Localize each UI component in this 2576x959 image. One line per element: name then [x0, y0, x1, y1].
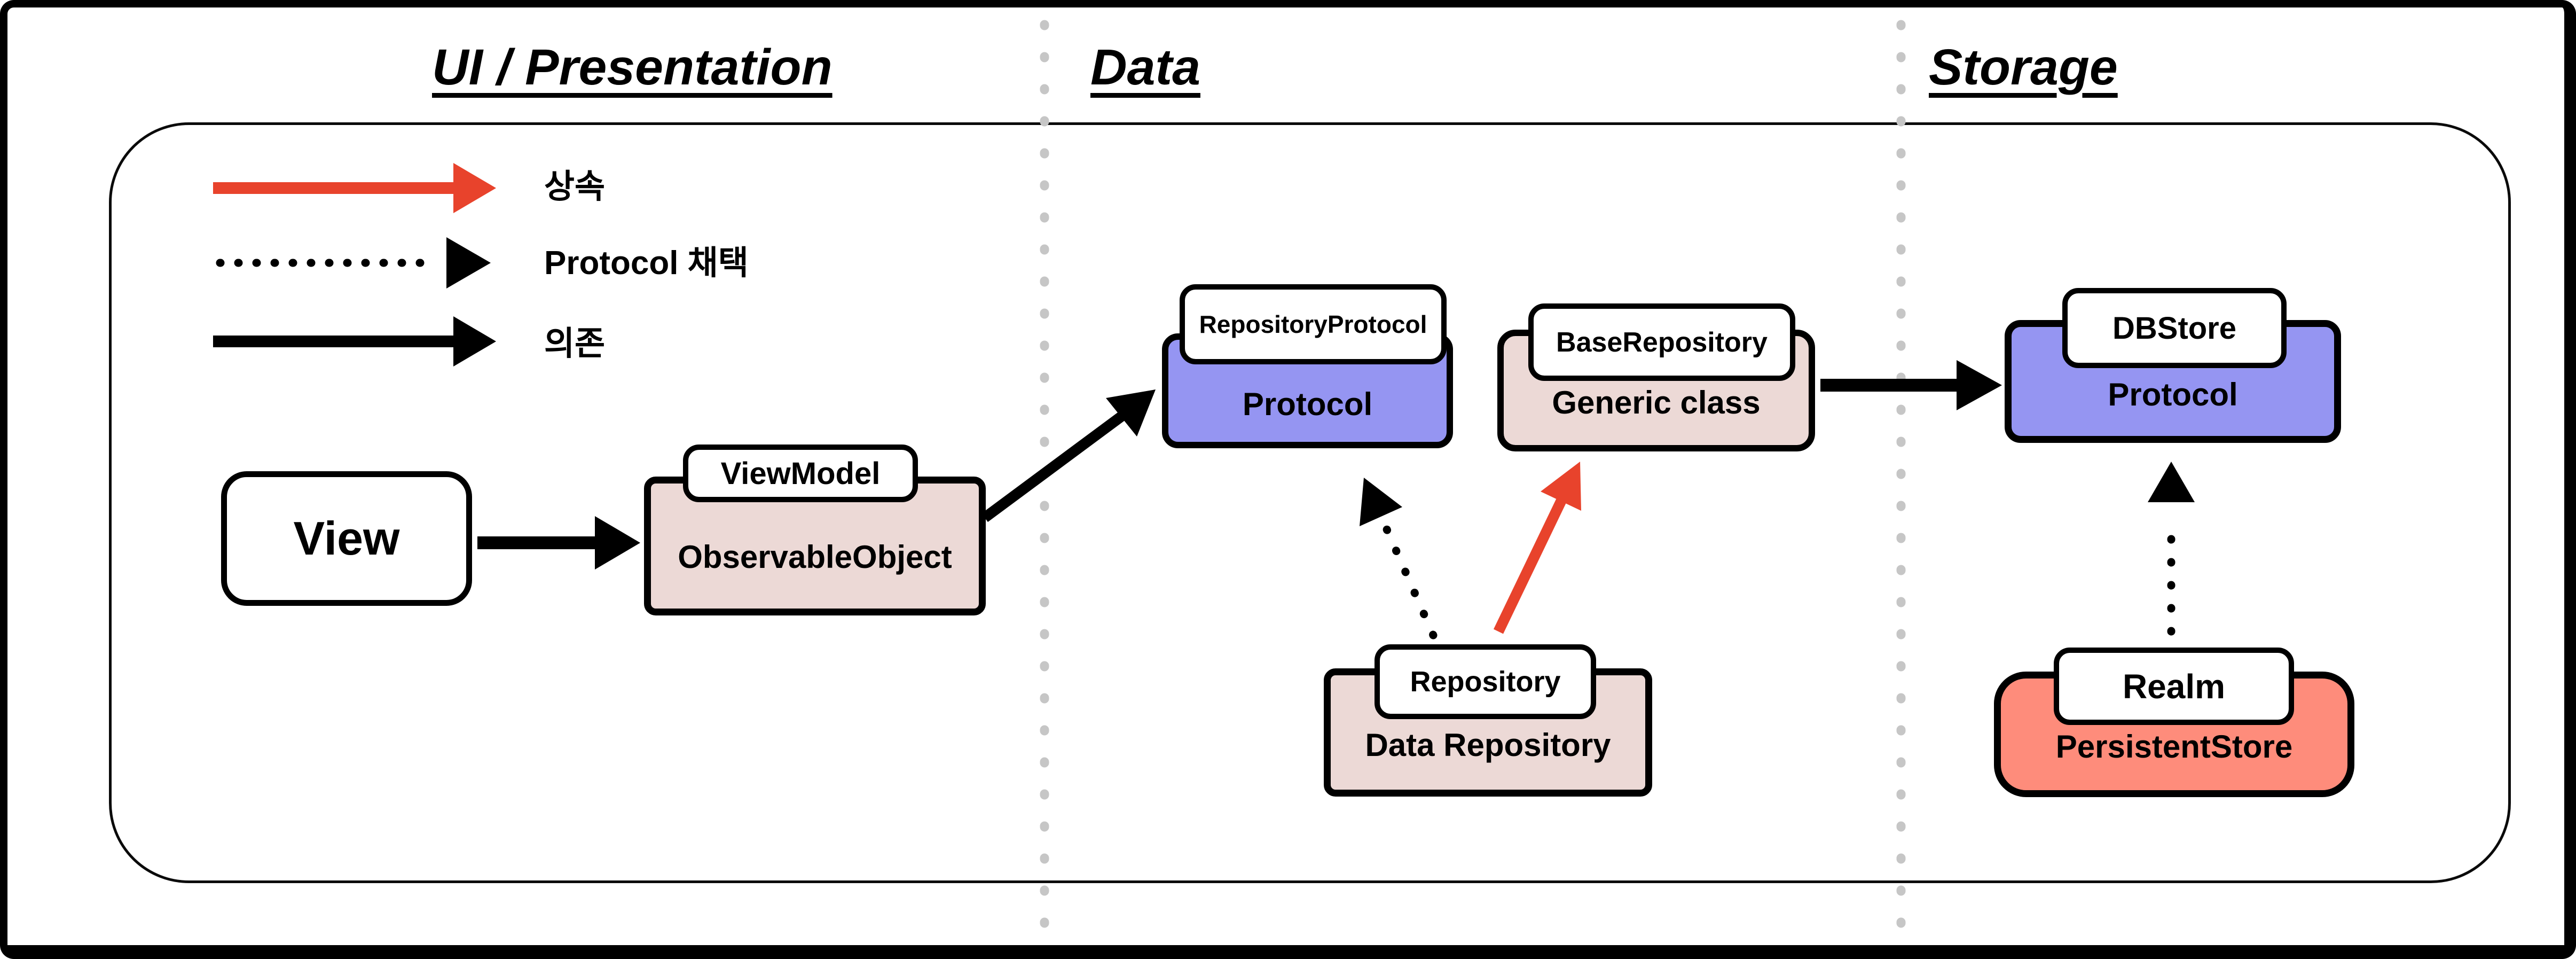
node-db-store-tag: DBStore [2062, 288, 2287, 368]
node-base-repository-label: Generic class [1552, 384, 1761, 420]
node-persistent-store-tag: Realm [2054, 648, 2294, 725]
node-db-store: Protocol [2005, 320, 2341, 443]
node-viewmodel-label: ObservableObject [678, 539, 952, 575]
node-repository-tag: Repository [1375, 644, 1596, 719]
node-repository-label: Data Repository [1365, 727, 1611, 763]
legend-label-dependency: 의존 [544, 325, 606, 362]
node-view-label: View [293, 512, 400, 565]
node-repository-protocol-label: Protocol [1242, 386, 1373, 422]
node-persistent-store-tag-label: Realm [2122, 667, 2226, 706]
node-repository-protocol-tag: RepositoryProtocol [1180, 284, 1447, 364]
node-persistent-store-label: PersistentStore [2055, 729, 2293, 765]
node-base-repository-tag-label: BaseRepository [1556, 326, 1768, 358]
node-db-store-label: Protocol [2108, 376, 2238, 412]
node-repository-tag-label: Repository [1410, 666, 1561, 698]
node-viewmodel-tag-label: ViewModel [720, 456, 881, 491]
legend-label-inheritance: 상속 [544, 168, 606, 205]
legend-label-protocol-adoption: Protocol 채택 [544, 245, 749, 282]
diagram-panel [109, 122, 2511, 883]
section-header-storage: Storage [1929, 39, 2118, 96]
node-base-repository-tag: BaseRepository [1528, 303, 1795, 381]
node-db-store-tag-label: DBStore [2112, 310, 2237, 346]
node-viewmodel-tag: ViewModel [683, 445, 918, 502]
node-repository-protocol-tag-label: RepositoryProtocol [1199, 310, 1427, 338]
section-header-ui-presentation: UI / Presentation [432, 39, 833, 96]
node-view: View [221, 471, 472, 606]
section-header-data: Data [1090, 39, 1200, 96]
